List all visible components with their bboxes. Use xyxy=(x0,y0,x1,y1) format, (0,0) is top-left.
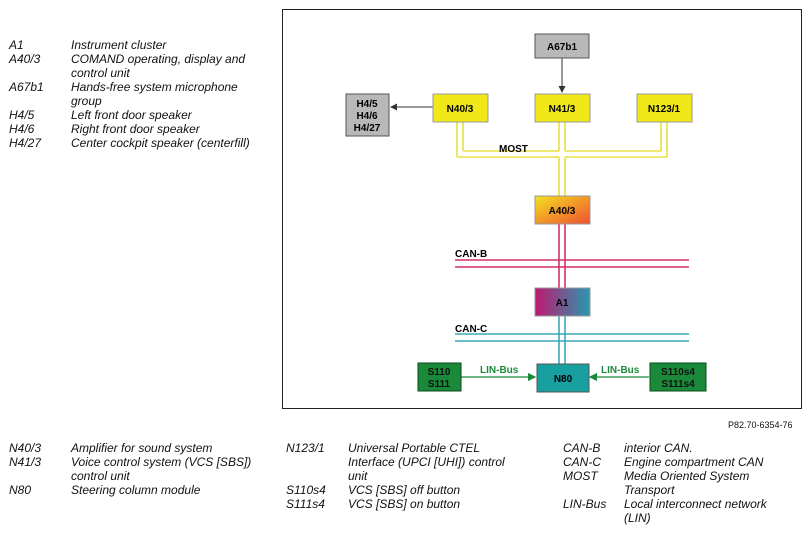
legend-entry: A67b1 Hands-free system microphone group xyxy=(9,80,271,108)
legend-code: MOST xyxy=(563,469,598,483)
legend-entry: N40/3 Amplifier for sound system xyxy=(9,441,271,455)
can-c-label: CAN-C xyxy=(455,324,487,335)
legend-entry: MOST Media Oriented System Transport xyxy=(563,469,783,497)
legend-description: Media Oriented System Transport xyxy=(624,469,750,497)
node-n40-3-label: N40/3 xyxy=(447,104,474,115)
lin-bus-right-label: LIN-Bus xyxy=(601,365,640,376)
node-s110-line1: S110 xyxy=(428,367,451,378)
diagram-canvas: A67b1 H4/5 H4/6 H4/27 N40/3 N41/3 N123/1… xyxy=(345,33,707,393)
node-h4-line1: H4/5 xyxy=(356,99,378,110)
legend-description: Right front door speaker xyxy=(71,122,200,136)
node-a40-3: A40/3 xyxy=(534,195,591,225)
legend-code: S110s4 xyxy=(286,483,326,497)
legend-code: LIN-Bus xyxy=(563,497,607,511)
node-a40-3-label: A40/3 xyxy=(549,206,576,217)
node-n80: N80 xyxy=(536,363,590,393)
legend-entry: H4/5 Left front door speaker xyxy=(9,108,271,122)
legend-code: A1 xyxy=(9,38,24,52)
can-b-label: CAN-B xyxy=(455,249,487,260)
node-s110s4-line2: S111s4 xyxy=(661,379,695,390)
legend-description: interior CAN. xyxy=(624,441,693,455)
node-s110-s111: S110 S111 xyxy=(417,362,462,392)
node-s110s4-line1: S110s4 xyxy=(661,367,695,378)
legend-entry: H4/27 Center cockpit speaker (centerfill) xyxy=(9,136,271,150)
legend-entry: N80 Steering column module xyxy=(9,483,271,497)
node-h4-line2: H4/6 xyxy=(356,111,378,122)
legend-code: N80 xyxy=(9,483,32,497)
legend-description: Hands-free system microphone group xyxy=(71,80,238,108)
node-a67b1: A67b1 xyxy=(534,33,590,59)
node-s110-line2: S111 xyxy=(428,379,451,390)
legend-bottom-2: N123/1 Universal Portable CTEL Interface … xyxy=(286,441,516,511)
legend-description: VCS [SBS] on button xyxy=(348,497,461,511)
legend-description: Local interconnect network (LIN) xyxy=(624,497,767,525)
can-c-bus xyxy=(455,316,689,364)
node-n80-label: N80 xyxy=(554,374,573,385)
lin-bus-left-label: LIN-Bus xyxy=(480,365,519,376)
node-h4-line3: H4/27 xyxy=(354,123,381,134)
legend-code: H4/6 xyxy=(9,122,35,136)
legend-description: VCS [SBS] off button xyxy=(348,483,461,497)
legend-bottom-3: CAN-B interior CAN. CAN-C Engine compartmen… xyxy=(563,441,783,525)
legend-description: Left front door speaker xyxy=(71,108,192,122)
legend-entry: N123/1 Universal Portable CTEL Interface … xyxy=(286,441,516,483)
node-a67b1-label: A67b1 xyxy=(547,42,577,53)
node-s110s4-s111s4: S110s4 S111s4 xyxy=(649,362,707,392)
node-a1: A1 xyxy=(534,287,591,317)
legend-entry: CAN-B interior CAN. xyxy=(563,441,783,455)
legend-entry: N41/3 Voice control system (VCS [SBS]) co… xyxy=(9,455,271,483)
legend-entry: H4/6 Right front door speaker xyxy=(9,122,271,136)
legend-code: A40/3 xyxy=(9,52,41,66)
node-n123-1: N123/1 xyxy=(636,93,693,123)
node-n40-3: N40/3 xyxy=(432,93,489,123)
legend-entry: LIN-Bus Local interconnect network (LIN) xyxy=(563,497,783,525)
legend-entry: S110s4 VCS [SBS] off button xyxy=(286,483,516,497)
legend-description: Amplifier for sound system xyxy=(71,441,213,455)
legend-code: H4/27 xyxy=(9,136,42,150)
legend-code: N40/3 xyxy=(9,441,42,455)
node-a1-label: A1 xyxy=(556,298,569,309)
legend-description: COMAND operating, display and control un… xyxy=(71,52,246,80)
wiring-diagram: A67b1 H4/5 H4/6 H4/27 N40/3 N41/3 N123/1… xyxy=(282,9,802,409)
legend-code: N123/1 xyxy=(286,441,325,455)
legend-description: Center cockpit speaker (centerfill) xyxy=(71,136,250,150)
node-n123-1-label: N123/1 xyxy=(648,104,681,115)
legend-code: CAN-C xyxy=(563,455,601,469)
legend-code: CAN-B xyxy=(563,441,601,455)
legend-entry: A40/3 COMAND operating, display and contr… xyxy=(9,52,271,80)
legend-description: Voice control system (VCS [SBS]) control… xyxy=(71,455,252,483)
legend-entry: CAN-C Engine compartment CAN xyxy=(563,455,783,469)
legend-description: Instrument cluster xyxy=(71,38,167,52)
legend-code: N41/3 xyxy=(9,455,42,469)
can-b-bus xyxy=(455,224,689,288)
node-n41-3-label: N41/3 xyxy=(549,104,576,115)
legend-description: Engine compartment CAN xyxy=(624,455,764,469)
figure-reference: P82.70-6354-76 xyxy=(728,420,793,430)
legend-description: Universal Portable CTEL Interface (UPCI … xyxy=(348,441,505,483)
legend-description: Steering column module xyxy=(71,483,201,497)
legend-code: H4/5 xyxy=(9,108,35,122)
legend-code: A67b1 xyxy=(9,80,44,94)
most-bus xyxy=(456,122,668,196)
node-n41-3: N41/3 xyxy=(534,93,591,123)
legend-code: S111s4 xyxy=(286,497,325,511)
legend-entry: S111s4 VCS [SBS] on button xyxy=(286,497,516,511)
legend-entry: A1 Instrument cluster xyxy=(9,38,271,52)
most-label: MOST xyxy=(499,144,528,155)
node-h4: H4/5 H4/6 H4/27 xyxy=(345,93,390,137)
